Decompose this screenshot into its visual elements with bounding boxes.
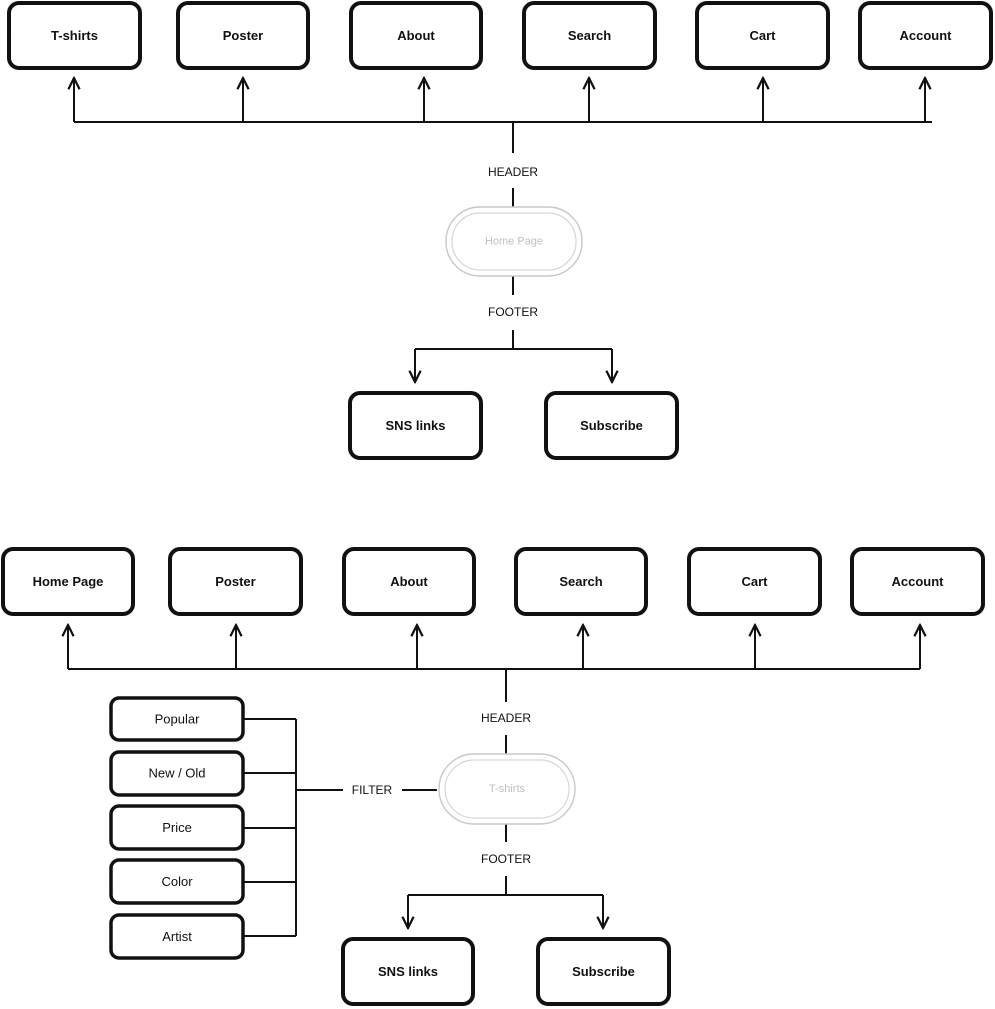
node-cart: Cart [695,1,830,70]
svg-text:T-shirts: T-shirts [51,28,98,43]
filter-label: FILTER [352,783,393,797]
node-t-shirts: T-shirts [7,1,142,70]
svg-text:Cart: Cart [741,574,768,589]
center-node-home-page: Home Page [445,206,583,277]
header-label: HEADER [481,711,531,725]
footer-connectors [415,276,612,382]
svg-text:Artist: Artist [162,929,192,944]
filter-price: Price [109,804,245,851]
node-search: Search [522,1,657,70]
svg-text:Home Page: Home Page [33,574,104,589]
svg-text:Subscribe: Subscribe [572,964,635,979]
node-sns-links: SNS links [341,937,475,1006]
svg-text:Search: Search [559,574,602,589]
svg-text:SNS links: SNS links [386,418,446,433]
node-account: Account [858,1,993,70]
svg-text:About: About [397,28,435,43]
header-connectors [74,78,932,207]
node-subscribe: Subscribe [536,937,671,1006]
svg-text:Poster: Poster [223,28,263,43]
svg-text:Popular: Popular [155,712,200,727]
filter-new-old: New / Old [109,750,245,797]
filter-artist: Artist [109,913,245,960]
header-connectors [68,625,920,754]
svg-text:T-shirts: T-shirts [489,783,526,795]
node-search: Search [514,547,648,616]
footer-label: FOOTER [481,852,531,866]
svg-text:About: About [390,574,428,589]
svg-text:Search: Search [568,28,611,43]
node-about: About [342,547,476,616]
footer-connectors [408,824,603,928]
node-poster: Poster [168,547,303,616]
svg-text:Account: Account [900,28,953,43]
filter-color: Color [109,858,245,905]
svg-text:New / Old: New / Old [148,766,205,781]
filter-connectors [243,718,437,937]
svg-text:Account: Account [892,574,945,589]
node-sns-links: SNS links [348,391,483,460]
svg-text:Home Page: Home Page [485,236,543,248]
svg-text:Color: Color [161,874,193,889]
header-label: HEADER [488,165,538,179]
svg-text:SNS links: SNS links [378,964,438,979]
node-cart: Cart [687,547,822,616]
node-poster: Poster [176,1,310,70]
svg-text:Poster: Poster [215,574,255,589]
svg-text:Cart: Cart [749,28,776,43]
svg-text:Price: Price [162,820,192,835]
diagram-t-shirts-page: Home Page Poster About Search Cart Accou… [1,547,985,1006]
center-node-t-shirts: T-shirts [438,753,576,825]
node-about: About [349,1,483,70]
node-account: Account [850,547,985,616]
node-home-page: Home Page [1,547,135,616]
footer-label: FOOTER [488,305,538,319]
diagram-home-page: T-shirts Poster About Search Cart Accoun… [7,1,993,460]
node-subscribe: Subscribe [544,391,679,460]
svg-text:Subscribe: Subscribe [580,418,643,433]
filter-popular: Popular [109,696,245,742]
